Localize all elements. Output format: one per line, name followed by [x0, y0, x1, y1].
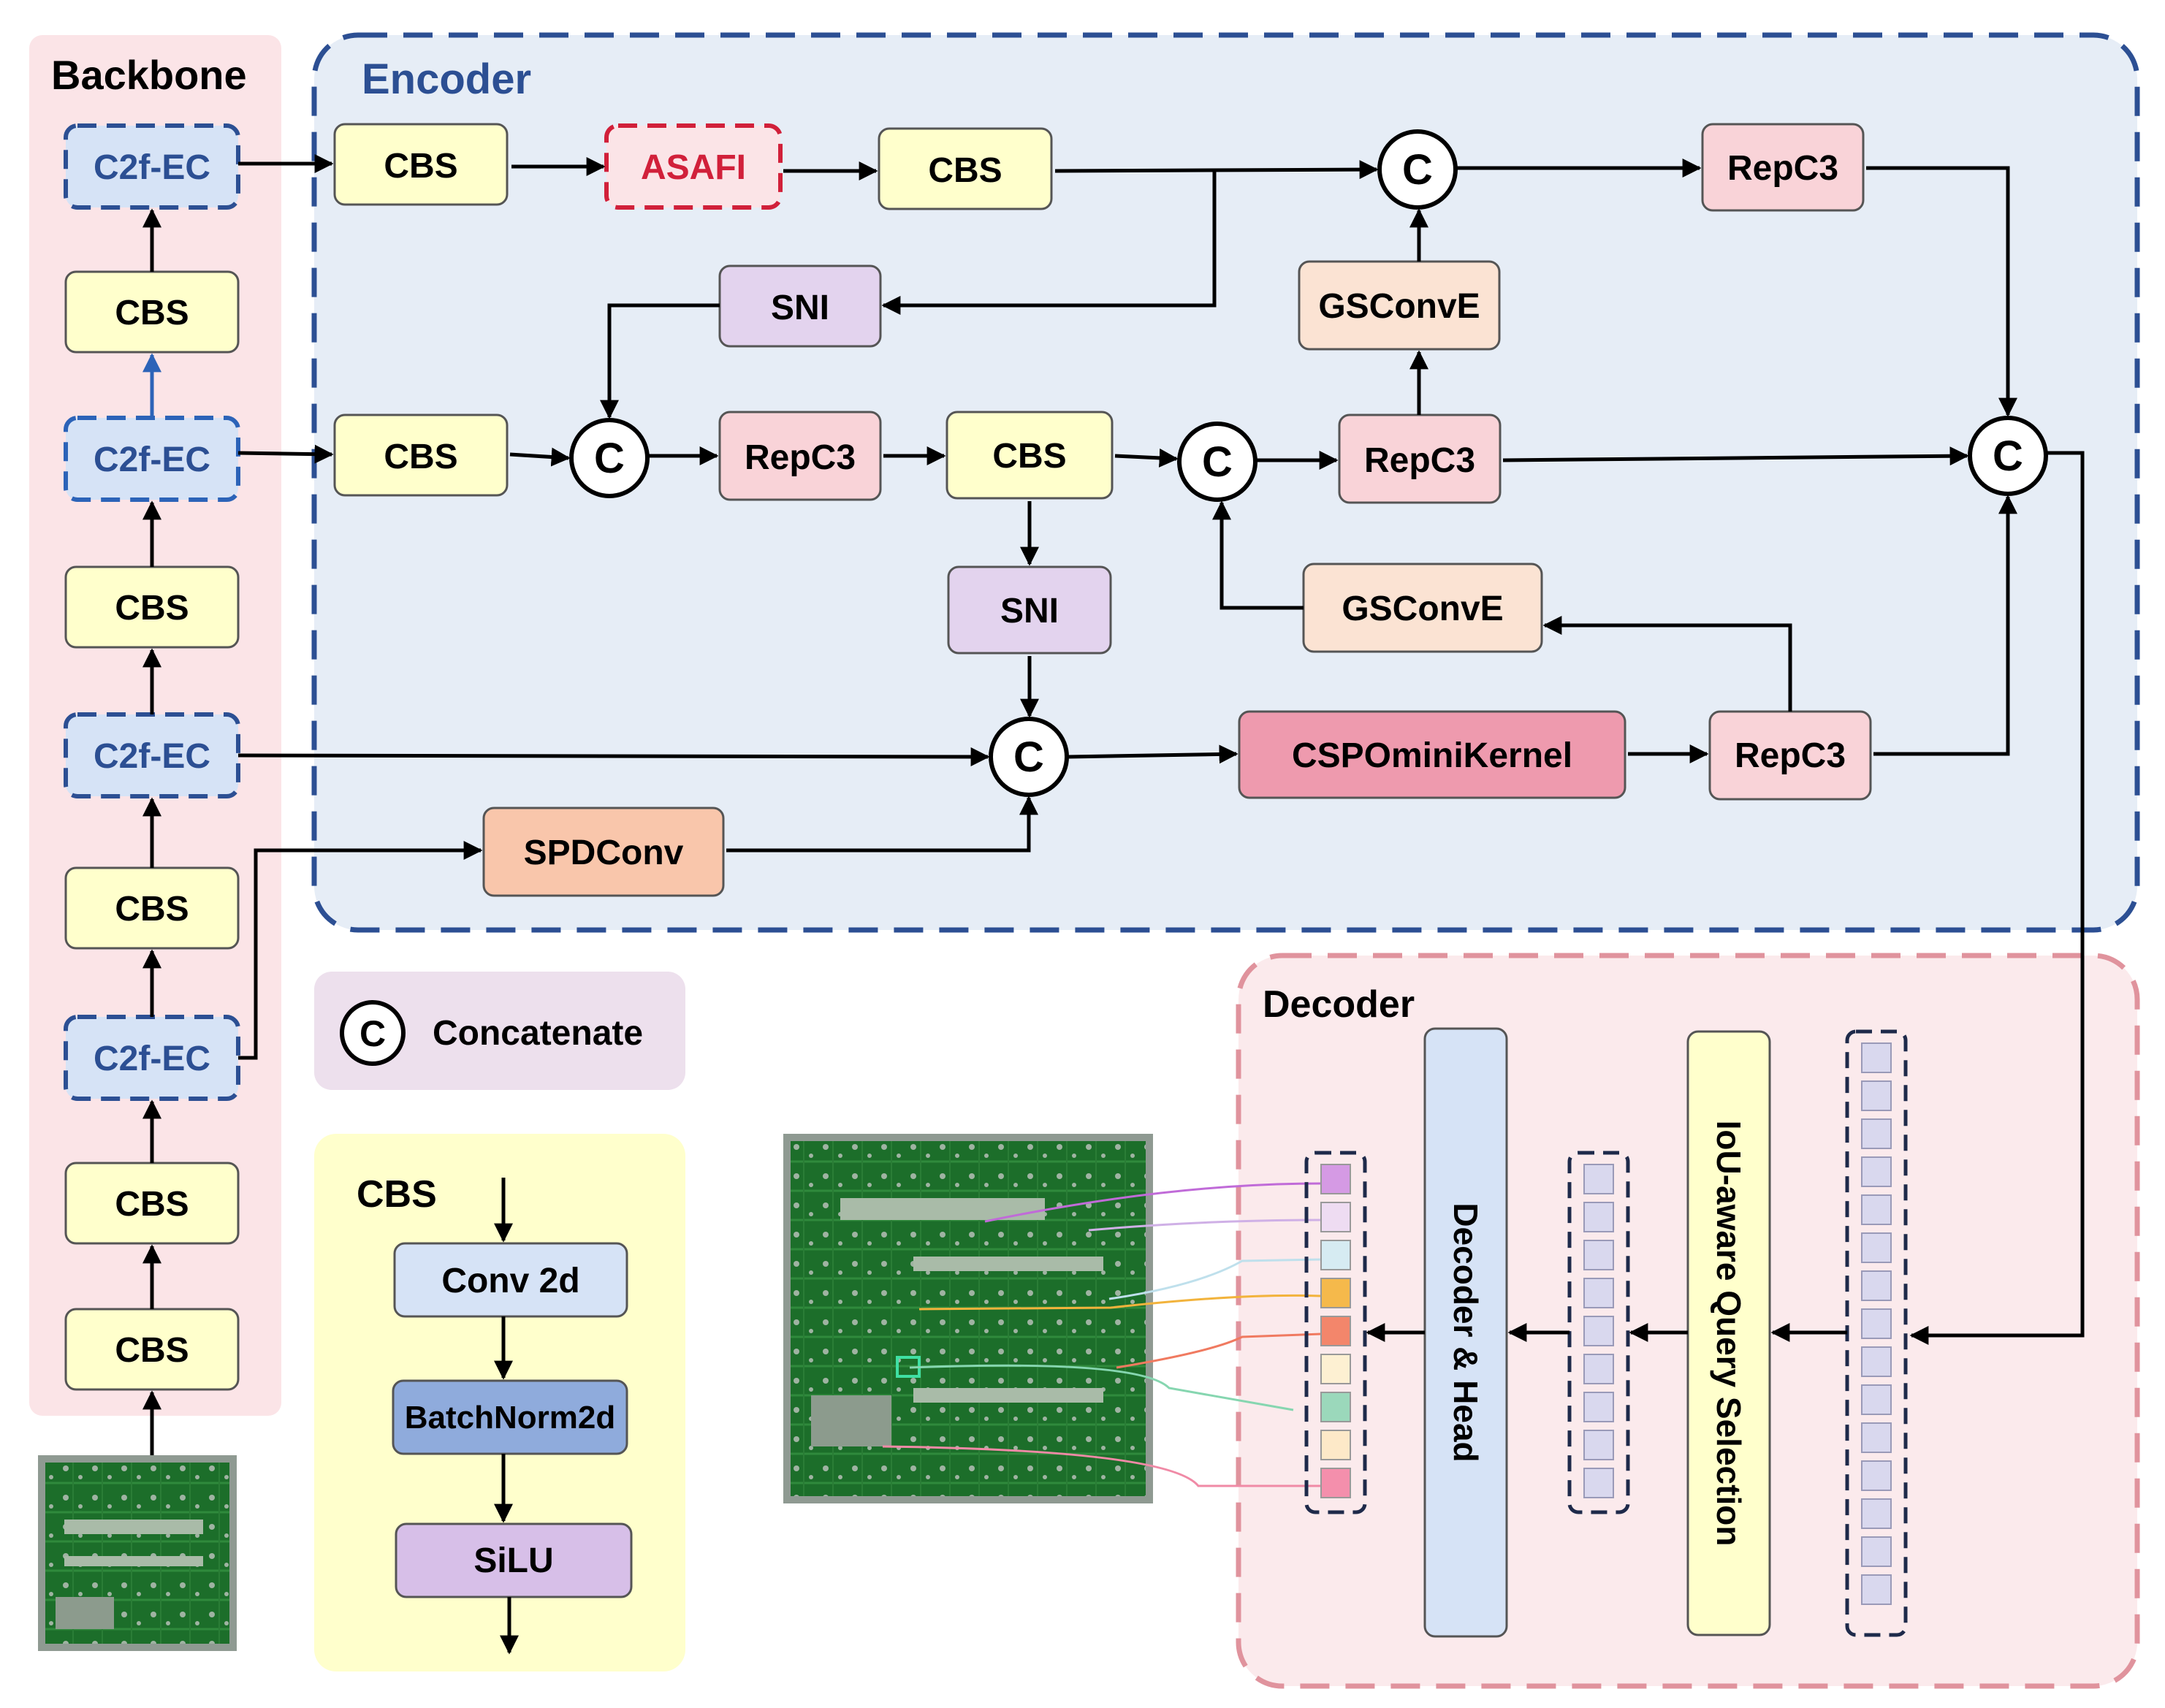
- encoder-gsconve-top: GSConvE: [1298, 260, 1501, 351]
- detection-leader-lines: [882, 1182, 1322, 1487]
- cbs-block-title: CBS: [357, 1173, 437, 1216]
- svg-text:CBS: CBS: [115, 890, 189, 929]
- legend-concat-label: Concatenate: [433, 1014, 643, 1053]
- backbone-cbs-3: CBS: [64, 866, 240, 950]
- encoder-repc3-top: RepC3: [1701, 123, 1865, 212]
- decoder-head-block: Decoder & Head: [1423, 1027, 1508, 1638]
- encoder-asafi: ASAFI: [604, 123, 783, 210]
- svg-text:CBS: CBS: [928, 151, 1002, 190]
- svg-text:RepC3: RepC3: [1735, 736, 1846, 775]
- encoder-feature-cells: [1861, 1042, 1892, 1605]
- encoder-concat-mid-1: C: [569, 418, 650, 498]
- svg-text:C2f-EC: C2f-EC: [94, 441, 210, 479]
- backbone-cbs-5: CBS: [64, 1308, 240, 1391]
- svg-text:CBS: CBS: [384, 438, 457, 476]
- svg-text:CBS: CBS: [115, 1331, 189, 1370]
- svg-text:CBS: CBS: [115, 1185, 189, 1224]
- svg-text:SNI: SNI: [1000, 592, 1059, 630]
- cbs-block-conv2d: Conv 2d: [393, 1242, 628, 1318]
- query-column-2-cells: [1583, 1164, 1614, 1498]
- cbs-block-batchnorm: BatchNorm2d: [392, 1379, 628, 1455]
- encoder-connections: [237, 154, 2085, 1345]
- encoder-cbs-mid: CBS: [333, 413, 509, 497]
- svg-text:SNI: SNI: [771, 289, 829, 327]
- legend-concat-symbol: C: [340, 1000, 406, 1066]
- encoder-repc3-mid-1: RepC3: [718, 411, 882, 501]
- svg-text:ASAFI: ASAFI: [641, 148, 746, 187]
- backbone-c2f-ec-4: C2f-EC: [64, 1015, 240, 1101]
- backbone-c2f-ec-1: C2f-EC: [64, 123, 240, 210]
- encoder-title: Encoder: [362, 56, 531, 103]
- legend-panel: [314, 972, 685, 1090]
- encoder-repc3-bot: RepC3: [1708, 710, 1872, 801]
- decoder-title: Decoder: [1263, 983, 1415, 1026]
- svg-text:C: C: [1993, 432, 2023, 480]
- svg-text:C2f-EC: C2f-EC: [94, 148, 210, 187]
- encoder-cspominikernel: CSPOminiKernel: [1238, 710, 1626, 799]
- encoder-repc3-mid-2: RepC3: [1338, 413, 1502, 504]
- svg-text:CBS: CBS: [115, 294, 189, 332]
- backbone-c2f-ec-2: C2f-EC: [64, 416, 240, 502]
- encoder-cbs-mid-2: CBS: [945, 411, 1114, 500]
- svg-text:CSPOminiKernel: CSPOminiKernel: [1292, 736, 1572, 775]
- cbs-block-arrows: [494, 1178, 519, 1655]
- encoder-sni-top: SNI: [718, 264, 882, 348]
- encoder-gsconve-mid: GSConvE: [1302, 563, 1543, 653]
- backbone-title: Backbone: [51, 52, 247, 98]
- svg-text:CBS: CBS: [384, 147, 457, 186]
- detection-query-cells: [1320, 1164, 1351, 1498]
- svg-text:BatchNorm2d: BatchNorm2d: [405, 1400, 616, 1436]
- encoder-cbs-top-2: CBS: [878, 127, 1053, 210]
- encoder-concat-right: C: [1968, 416, 2048, 496]
- svg-text:Decoder & Head: Decoder & Head: [1447, 1202, 1485, 1462]
- svg-text:C: C: [594, 435, 625, 482]
- encoder-spdconv: SPDConv: [482, 807, 725, 897]
- svg-text:C: C: [1402, 146, 1433, 194]
- svg-text:RepC3: RepC3: [745, 438, 856, 477]
- encoder-concat-top: C: [1377, 129, 1458, 210]
- backbone-cbs-2: CBS: [64, 565, 240, 649]
- svg-text:CBS: CBS: [992, 437, 1066, 476]
- svg-text:RepC3: RepC3: [1364, 441, 1475, 480]
- svg-text:Conv 2d: Conv 2d: [441, 1262, 579, 1300]
- svg-text:RepC3: RepC3: [1727, 149, 1838, 188]
- encoder-cbs-top: CBS: [333, 123, 509, 206]
- svg-text:C2f-EC: C2f-EC: [94, 737, 210, 776]
- svg-text:C2f-EC: C2f-EC: [94, 1040, 210, 1078]
- encoder-concat-mid-2: C: [1177, 422, 1257, 502]
- backbone-input-pcb-image: [38, 1455, 237, 1651]
- svg-text:C: C: [1013, 733, 1044, 781]
- iou-query-selection-block: IoU-aware Query Selection: [1686, 1030, 1771, 1636]
- svg-text:CBS: CBS: [115, 589, 189, 628]
- svg-text:GSConvE: GSConvE: [1342, 590, 1503, 628]
- cbs-block-silu: SiLU: [395, 1522, 633, 1598]
- backbone-cbs-1: CBS: [64, 270, 240, 354]
- decoder-pcb-detection-image: [783, 1134, 1153, 1503]
- svg-text:GSConvE: GSConvE: [1318, 287, 1480, 326]
- svg-text:IoU-aware Query Selection: IoU-aware Query Selection: [1710, 1121, 1748, 1547]
- svg-text:SiLU: SiLU: [473, 1541, 553, 1580]
- svg-text:SPDConv: SPDConv: [524, 834, 684, 872]
- svg-text:C: C: [1202, 438, 1233, 486]
- encoder-concat-bot: C: [989, 717, 1069, 797]
- backbone-cbs-4: CBS: [64, 1162, 240, 1245]
- detection-query-column: [1304, 1151, 1367, 1514]
- encoder-sni-mid: SNI: [947, 565, 1112, 655]
- backbone-c2f-ec-3: C2f-EC: [64, 712, 240, 798]
- svg-text:C: C: [359, 1013, 386, 1054]
